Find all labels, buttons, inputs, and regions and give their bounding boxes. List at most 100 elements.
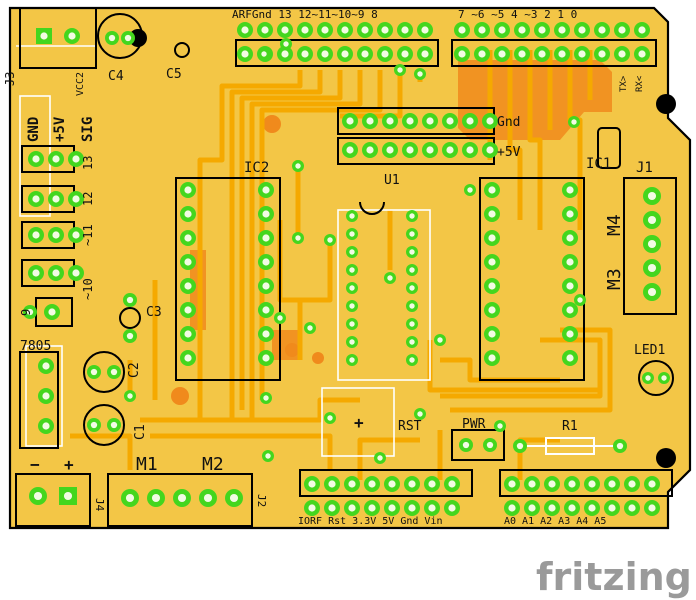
pad-hole <box>203 493 213 503</box>
pad-hole <box>184 354 192 362</box>
pad-hole <box>184 282 192 290</box>
pad-hole <box>184 330 192 338</box>
label-m2: M2 <box>202 454 224 475</box>
label-gnd: GND <box>26 117 42 142</box>
pad-hole <box>346 146 354 154</box>
pad-hole <box>261 51 267 57</box>
pad-hole <box>458 26 466 34</box>
pad-hole <box>466 117 474 125</box>
pad-hole <box>409 231 415 237</box>
pad-hole <box>349 339 355 345</box>
pad-hole <box>262 330 270 338</box>
pad-hole <box>32 269 40 277</box>
pad-hole <box>417 71 423 77</box>
pad-hole <box>341 50 349 58</box>
pad-hole <box>361 26 369 34</box>
pad-hole <box>349 357 355 363</box>
pad-hole <box>366 146 374 154</box>
label-tx: TX> <box>619 75 629 92</box>
pad-hole <box>638 26 646 34</box>
pad-hole <box>528 504 536 512</box>
pad-hole <box>151 493 161 503</box>
pad-hole <box>518 26 526 34</box>
pad-hole <box>467 187 473 193</box>
pad-hole <box>638 50 646 58</box>
pad-hole <box>518 50 526 58</box>
label-sig: SIG <box>80 117 96 142</box>
pad-hole <box>388 480 396 488</box>
pads <box>23 22 670 516</box>
pad-hole <box>409 249 415 255</box>
pad-hole <box>349 303 355 309</box>
label-bottom-right-header: A0 A1 A2 A3 A4 A5 <box>504 516 606 527</box>
pad-hole <box>571 119 577 125</box>
pad-hole <box>408 480 416 488</box>
pad-hole <box>426 117 434 125</box>
pad-hole <box>488 354 496 362</box>
pad-hole <box>262 210 270 218</box>
label-led1: LED1 <box>634 343 665 358</box>
pad-hole <box>548 480 556 488</box>
pad-hole <box>446 146 454 154</box>
pad-hole <box>498 26 506 34</box>
pad-hole <box>647 287 657 297</box>
pad-hole <box>377 455 383 461</box>
pad-hole <box>32 231 40 239</box>
pad-hole <box>327 237 333 243</box>
pad-hole <box>349 231 355 237</box>
pad-hole <box>26 308 34 316</box>
pad-hole <box>488 330 496 338</box>
pad-hole <box>349 321 355 327</box>
pad-hole <box>462 441 470 449</box>
pad-hole <box>341 26 349 34</box>
pad-hole <box>428 480 436 488</box>
label-top-left-header: ARFGnd 13 12~11~10~9 8 <box>232 8 378 21</box>
pad-hole <box>177 493 187 503</box>
label-rst: RST <box>398 419 422 434</box>
label-12: 12 <box>81 192 95 206</box>
label-ic1: IC1 <box>586 156 611 172</box>
pad-hole <box>409 267 415 273</box>
component-outlines <box>15 7 677 527</box>
pad-hole <box>52 231 60 239</box>
pad-hole <box>72 155 80 163</box>
label-bottom-left-header: IORF Rst 3.3V 5V Gnd Vin <box>298 516 443 527</box>
pad-hole <box>486 117 494 125</box>
pad-hole <box>281 50 289 58</box>
pad-hole <box>448 480 456 488</box>
pad-hole <box>368 480 376 488</box>
pad-hole <box>437 337 443 343</box>
pad-hole <box>307 325 313 331</box>
mounting-holes <box>129 29 676 468</box>
label-13: 13 <box>81 156 95 170</box>
pad-hole <box>241 50 249 58</box>
pad-hole <box>184 258 192 266</box>
pad-hole <box>421 50 429 58</box>
pad-hole <box>52 155 60 163</box>
pad-hole <box>125 493 135 503</box>
pad-hole <box>401 50 409 58</box>
label-r1: R1 <box>562 419 578 434</box>
pad-hole <box>295 163 301 169</box>
pad-hole <box>126 296 134 304</box>
pad-hole <box>72 231 80 239</box>
pad-hole <box>261 26 269 34</box>
pad-hole <box>40 32 48 40</box>
pad-hole <box>647 191 657 201</box>
pad-hole <box>387 275 393 281</box>
pad-hole <box>566 354 574 362</box>
pad-hole <box>281 26 289 34</box>
label-j3: J3 <box>3 72 17 86</box>
pad-hole <box>566 282 574 290</box>
label-m3: M3 <box>604 268 625 290</box>
pad-hole <box>262 306 270 314</box>
pad-hole <box>321 50 329 58</box>
pad-hole <box>409 339 415 345</box>
pad-hole <box>52 195 60 203</box>
pad-hole <box>648 504 656 512</box>
pad-hole <box>566 330 574 338</box>
pad-hole <box>568 504 576 512</box>
pad-hole <box>32 195 40 203</box>
pad-hole <box>409 213 415 219</box>
label-9: 9 <box>19 309 33 316</box>
